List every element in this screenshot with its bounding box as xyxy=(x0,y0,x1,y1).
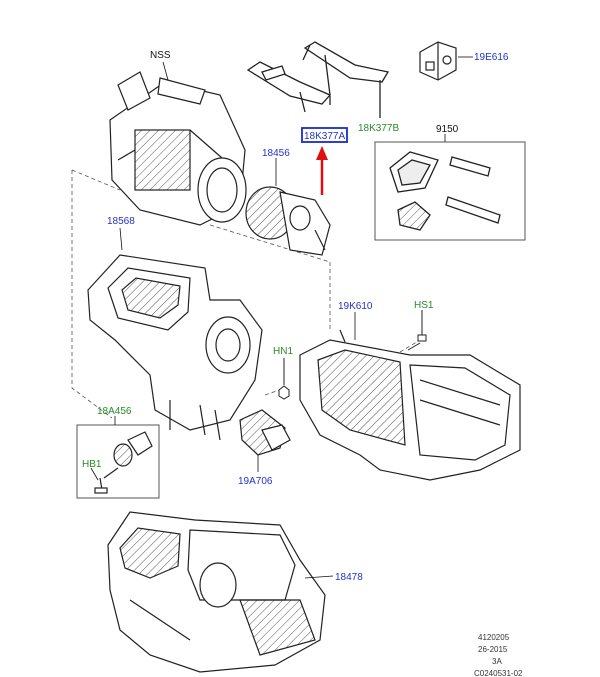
filter-19A706 xyxy=(239,409,291,456)
label-19E616[interactable]: 19E616 xyxy=(474,52,509,63)
label-HS1[interactable]: HS1 xyxy=(414,300,434,311)
leader-HB1 xyxy=(90,467,99,481)
actuator-19E616 xyxy=(419,41,457,81)
nut-HN1 xyxy=(278,358,290,400)
label-18456[interactable]: 18456 xyxy=(262,148,290,159)
seal-kit-9150 xyxy=(374,134,526,241)
leader-18568 xyxy=(119,227,123,251)
footer-line-3: 3A xyxy=(492,657,502,666)
leader-nss xyxy=(162,61,169,81)
leader-18478 xyxy=(304,575,334,579)
label-nss: NSS xyxy=(150,50,171,61)
heater-housing-18568 xyxy=(87,254,263,441)
complete-assembly-18478 xyxy=(107,511,326,673)
highlight-box-18K377A xyxy=(301,127,348,143)
footer-line-1: 4120205 xyxy=(478,633,510,642)
footer-line-2: 26-2015 xyxy=(478,645,508,654)
label-19K610[interactable]: 19K610 xyxy=(338,301,373,312)
label-18K377A[interactable]: 18K377A xyxy=(304,131,345,142)
linkage-18K377A xyxy=(246,61,332,113)
blower-motor-18456 xyxy=(245,186,331,256)
footer-line-4: C0240531-02 xyxy=(474,669,523,677)
label-18568[interactable]: 18568 xyxy=(107,216,135,227)
label-19A706[interactable]: 19A706 xyxy=(238,476,273,487)
label-9150[interactable]: 9150 xyxy=(436,124,459,135)
label-18478[interactable]: 18478 xyxy=(335,572,363,583)
screw-HS1 xyxy=(407,310,427,351)
label-18A456[interactable]: 18A456 xyxy=(97,406,132,417)
nss-blower-housing xyxy=(109,71,247,226)
main-case-19K610 xyxy=(299,329,521,481)
kit-18A456 xyxy=(76,416,160,499)
linkage-18K377B xyxy=(302,41,390,118)
label-HN1[interactable]: HN1 xyxy=(273,346,293,357)
label-HB1[interactable]: HB1 xyxy=(82,459,102,470)
highlight-arrow xyxy=(316,146,328,195)
label-18K377B[interactable]: 18K377B xyxy=(358,123,399,134)
